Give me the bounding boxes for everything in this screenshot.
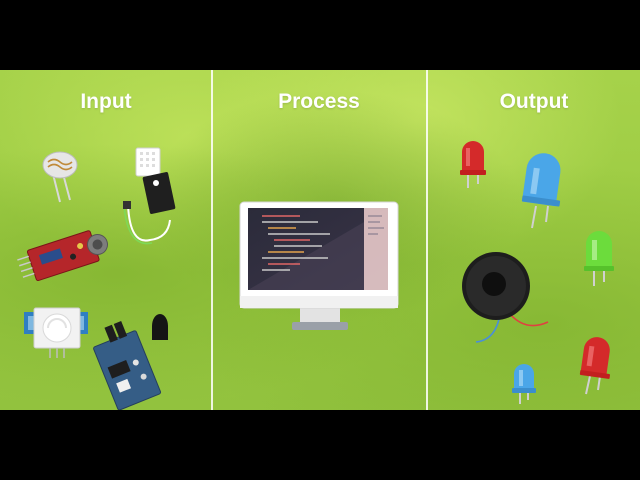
diagram-stage: Input Process Output <box>0 70 640 410</box>
red-led-icon <box>460 141 486 188</box>
blue-led-icon <box>521 153 561 229</box>
flame-sensor-module-icon <box>93 314 168 410</box>
green-led-icon <box>584 231 614 286</box>
buzzer-icon <box>462 252 549 343</box>
small-blue-led-icon <box>512 364 536 404</box>
red-led-icon <box>579 337 611 395</box>
sound-sensor-module-icon <box>17 230 108 282</box>
photoresistor-icon <box>42 151 78 203</box>
code-editor-icon <box>248 208 388 290</box>
process-heading: Process <box>278 90 360 113</box>
input-heading: Input <box>80 90 132 113</box>
diagram-art <box>17 141 614 410</box>
pir-motion-sensor-icon <box>24 307 88 358</box>
divider-left <box>211 70 213 410</box>
output-heading: Output <box>499 90 569 113</box>
humidity-sensor-icon <box>123 147 176 245</box>
divider-right <box>426 70 428 410</box>
